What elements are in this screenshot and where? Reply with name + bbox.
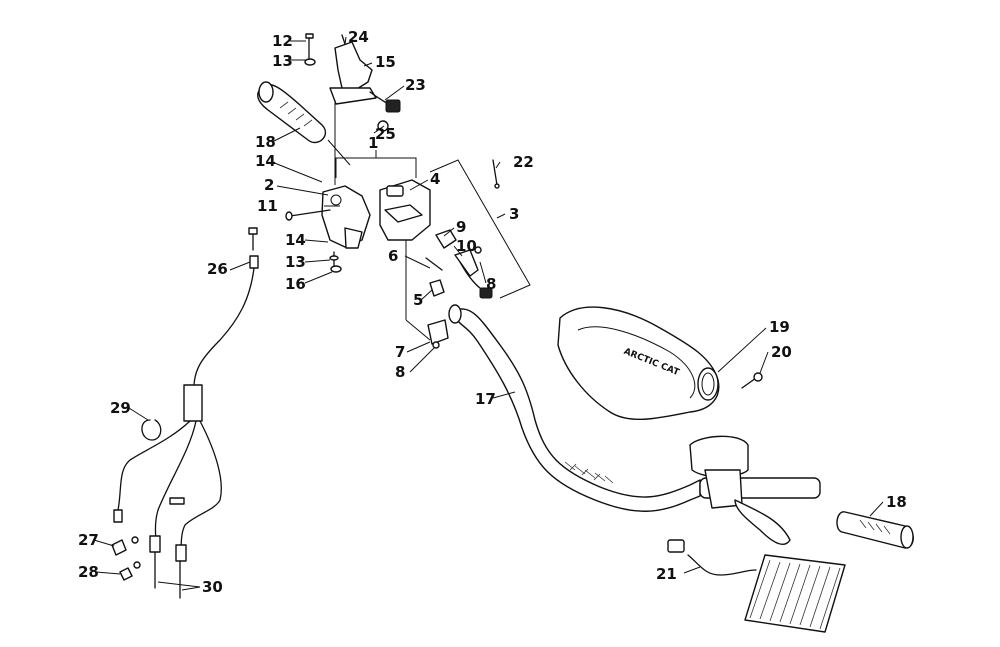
callout-26: 26 [207,260,228,278]
parts-5-6-7 [425,257,449,349]
wiring-harness [113,227,259,599]
callout-27: 27 [78,531,99,549]
callout-22: 22 [513,153,534,171]
callout-30: 30 [202,578,223,596]
callout-1: 1 [368,134,378,152]
callout-25: 25 [375,125,396,143]
callout-7: 7 [395,343,405,361]
callout-21: 21 [656,565,677,583]
callout-8-lower: 8 [395,363,405,381]
callout-18-right: 18 [886,493,907,511]
callout-13-bottom: 13 [285,253,306,271]
callout-20: 20 [771,343,792,361]
screw-20 [741,372,763,389]
right-switch-housing [379,179,431,241]
grip-heater-element [667,539,846,633]
group-bracket-3 [405,159,531,341]
callout-18-left: 18 [255,133,276,151]
callout-14-bottom: 14 [285,231,306,249]
callout-4: 4 [430,170,440,188]
callout-12: 12 [272,32,293,50]
screw-11 [285,209,331,221]
callout-11: 11 [257,197,278,215]
callout-15: 15 [375,53,396,71]
pin-22 [492,159,500,189]
right-grip [836,511,914,549]
brake-lever-assembly [689,435,791,546]
bolt-12 [304,33,316,66]
callout-3: 3 [509,205,519,223]
leader-lines [93,36,884,591]
callout-24: 24 [348,28,369,46]
guide-line [327,139,351,166]
callout-2: 2 [264,176,274,194]
callout-17: 17 [475,390,496,408]
callout-23: 23 [405,76,426,94]
callout-10: 10 [456,237,477,255]
parts-27-28 [111,536,141,581]
callout-19: 19 [769,318,790,336]
hand-guard: ARCTIC CAT [557,306,720,421]
callout-13: 13 [272,52,293,70]
callout-29: 29 [110,399,131,417]
callout-labels: 12 13 24 15 23 25 18 1 14 2 4 22 3 11 9 … [78,28,907,596]
callout-28: 28 [78,563,99,581]
callout-9: 9 [456,218,466,236]
throttle-housing [329,34,377,105]
callout-6: 6 [388,247,398,265]
left-switch-housing [321,185,371,249]
callout-8-upper: 8 [486,275,496,293]
washers-bottom [329,251,342,273]
callout-16: 16 [285,275,306,293]
left-grip [257,81,327,144]
switch-9-10 [435,229,493,299]
callout-14-top: 14 [255,152,276,170]
group-bracket-1 [335,150,417,178]
callout-5: 5 [413,291,423,309]
clamp-29 [141,419,162,441]
